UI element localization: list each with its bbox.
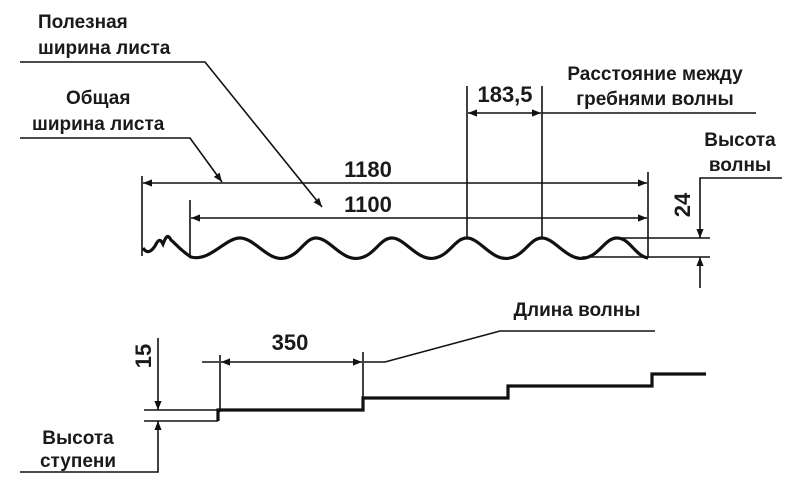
useful-width-label-line1: Полезная bbox=[38, 12, 128, 33]
wave-height-value: 24 bbox=[670, 192, 695, 217]
useful-width-label-line2: ширина листа bbox=[38, 38, 171, 59]
crest-distance-value: 183,5 bbox=[477, 82, 532, 107]
wave-profile bbox=[141, 234, 649, 260]
crest-distance-label-line1: Расстояние между bbox=[567, 64, 743, 85]
step-height-label-line2: ступени bbox=[40, 451, 116, 472]
total-width-label-line1: Общая bbox=[66, 88, 130, 109]
total-width-label-line2: ширина листа bbox=[32, 114, 165, 135]
wave-height-leader-top bbox=[696, 177, 782, 238]
wave-height-label-line2: волны bbox=[709, 155, 771, 176]
total-width-value: 1180 bbox=[344, 157, 392, 182]
total-width-leader bbox=[20, 137, 223, 183]
step-profile bbox=[216, 372, 706, 421]
useful-width-leader bbox=[20, 61, 323, 208]
useful-width-value: 1100 bbox=[344, 192, 392, 217]
wave-length-value: 350 bbox=[272, 330, 309, 355]
step-height-label-line1: Высота bbox=[42, 428, 114, 449]
step-height-value: 15 bbox=[131, 344, 156, 368]
wave-height-label-line1: Высота bbox=[704, 130, 776, 151]
crest-distance-label-line2: гребнями волны bbox=[576, 89, 733, 110]
wave-length-leader bbox=[364, 330, 655, 363]
step-height-leader bbox=[20, 421, 162, 473]
wave-length-label: Длина волны bbox=[514, 300, 641, 321]
